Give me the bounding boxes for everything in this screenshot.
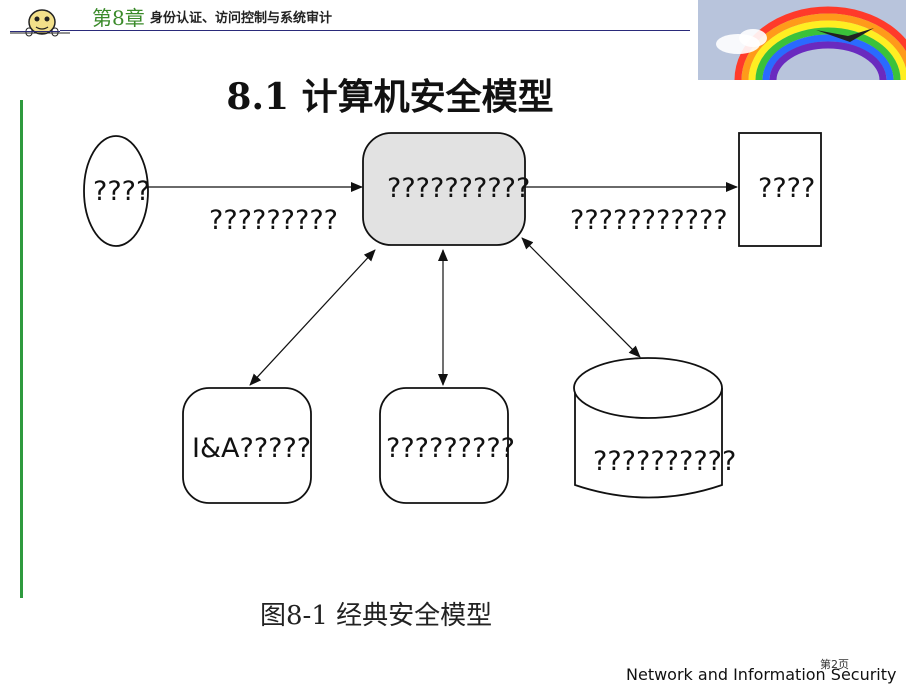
mid-label: ????????? (386, 433, 515, 464)
page-number: 第2页 (820, 658, 849, 671)
center-box (362, 132, 526, 246)
chapter-label: 第8章 (92, 6, 145, 30)
chapter-subtitle: 身份认证、访问控制与系统审计 (150, 11, 333, 26)
source-ellipse (83, 135, 149, 247)
arrow-center-to-db (521, 237, 641, 358)
footer-course-name: Network and Information Security (626, 665, 897, 684)
center-label: ?????????? (387, 173, 530, 204)
source-arrow-label: ????????? (209, 205, 338, 236)
target-label: ???? (758, 173, 815, 204)
source-label: ???? (93, 176, 150, 207)
db-cylinder-top (573, 357, 723, 419)
db-cylinder (574, 388, 723, 499)
target-arrow-label: ??????????? (570, 205, 728, 236)
ia-label: I&A????? (192, 433, 311, 464)
db-label: ?????????? (593, 446, 736, 477)
arrow-center-to-ia (249, 249, 376, 386)
figure-caption: 图8-1 经典安全模型 (260, 601, 493, 631)
header-divider-left (10, 31, 60, 32)
mid-box (379, 387, 509, 504)
target-box (738, 132, 822, 247)
accent-bar (20, 100, 23, 598)
ia-box (182, 387, 312, 504)
header-divider (60, 30, 690, 31)
rainbow-image (698, 0, 920, 84)
slide-title: 8.1 计算机安全模型 (226, 76, 554, 118)
mascot-logo (8, 4, 72, 42)
